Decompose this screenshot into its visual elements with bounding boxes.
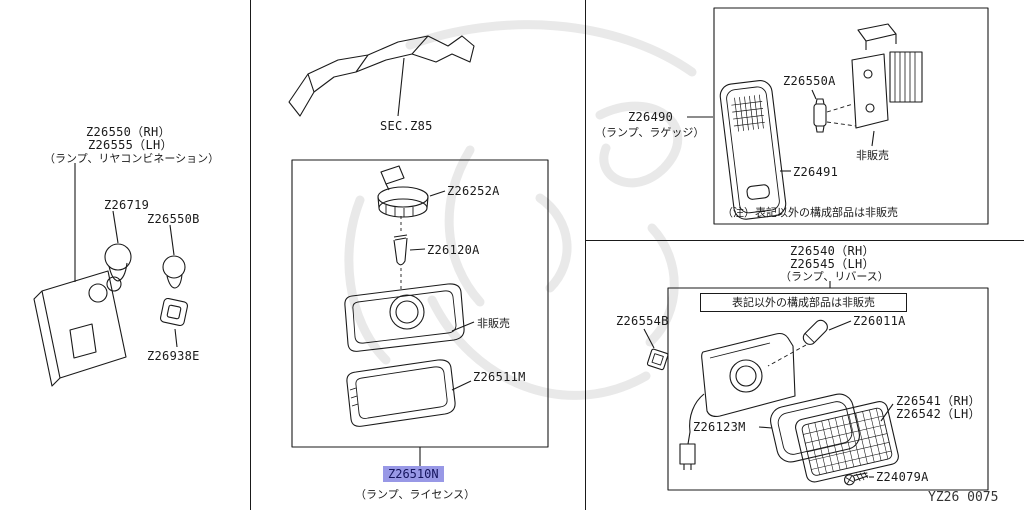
not-sold-label-luggage: 非販売 bbox=[856, 149, 889, 162]
reverse-lamp-box bbox=[643, 281, 989, 491]
part-label-rear-rh: Z26550（RH） bbox=[86, 125, 171, 139]
part-label-z26491: Z26491 bbox=[793, 165, 839, 179]
luggage-bulb-drawing bbox=[811, 89, 857, 133]
part-label-z26938e: Z26938E bbox=[147, 349, 200, 363]
not-sold-label-license: 非販売 bbox=[477, 317, 510, 330]
part-label-rear-lh: Z26555（LH） bbox=[88, 138, 173, 152]
section-name-luggage: （ランプ、ラゲッジ） bbox=[595, 126, 705, 139]
part-label-z26542-lh: Z26542（LH） bbox=[896, 407, 981, 421]
rear-combination-lamp-drawing bbox=[33, 163, 189, 387]
part-label-z26252a: Z26252A bbox=[447, 184, 500, 198]
license-socket-drawing bbox=[377, 165, 446, 218]
section-name-license: （ランプ、ライセンス） bbox=[355, 488, 476, 501]
panel-dividers bbox=[250, 0, 1024, 510]
reverse-gasket-drawing bbox=[770, 393, 860, 463]
sec-label-z85: SEC.Z85 bbox=[380, 119, 433, 133]
part-label-z26510n-selected[interactable]: Z26510N bbox=[383, 466, 444, 482]
watermark bbox=[344, 20, 697, 400]
part-label-rev-rh: Z26540（RH） bbox=[790, 244, 875, 258]
part-label-z26490: Z26490 bbox=[628, 110, 674, 124]
part-label-z26511m: Z26511M bbox=[473, 370, 526, 384]
part-label-z26541-rh: Z26541（RH） bbox=[896, 394, 981, 408]
section-name-rear: （ランプ、リヤコンビネーション） bbox=[44, 152, 220, 165]
part-label-z26120a: Z26120A bbox=[427, 243, 480, 257]
license-bulb-drawing bbox=[393, 234, 426, 266]
license-housing-drawing bbox=[344, 283, 475, 352]
part-label-z26011a: Z26011A bbox=[853, 314, 906, 328]
part-label-z24079a: Z24079A bbox=[876, 470, 929, 484]
reverse-housing-drawing bbox=[679, 332, 796, 470]
part-label-rev-lh: Z26545（LH） bbox=[790, 257, 875, 271]
note-reverse: 表記以外の構成部品は非販売 bbox=[700, 293, 907, 312]
reverse-screw-drawing bbox=[843, 471, 869, 486]
reverse-lens-drawing bbox=[795, 401, 899, 483]
reverse-clip-drawing bbox=[646, 348, 669, 371]
part-label-z26554b: Z26554B bbox=[616, 314, 669, 328]
part-label-z26550a: Z26550A bbox=[783, 74, 836, 88]
part-label-z26550b: Z26550B bbox=[147, 212, 200, 226]
note-luggage: （注）表記以外の構成部品は非販売 bbox=[722, 206, 898, 219]
luggage-bracket-drawing bbox=[851, 23, 923, 147]
section-name-reverse: （ランプ、リバース） bbox=[780, 270, 889, 283]
license-lamp-box bbox=[291, 159, 549, 466]
luggage-lens-drawing bbox=[719, 80, 787, 220]
reverse-bulb-drawing bbox=[767, 319, 852, 367]
luggage-lamp-box bbox=[687, 7, 989, 225]
sec-z85-bracket-drawing bbox=[288, 35, 475, 117]
part-label-z26123m: Z26123M bbox=[693, 420, 746, 434]
license-lens-drawing bbox=[346, 359, 472, 427]
diagram-code: YZ26 0075 bbox=[928, 490, 999, 505]
part-label-z26719: Z26719 bbox=[104, 198, 150, 212]
